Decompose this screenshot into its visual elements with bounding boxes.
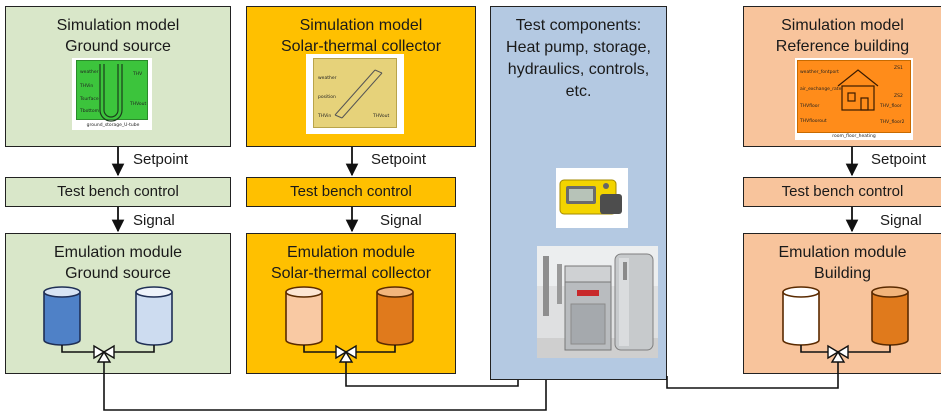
- sim-solar-title-1: Simulation model: [299, 17, 423, 34]
- building-port-thv-floor: THV_floor: [880, 104, 902, 109]
- emu-building-title-1: Emulation module: [778, 244, 907, 261]
- solar-valve: [335, 344, 357, 363]
- ground-port-tsurface: Tsurface: [80, 97, 99, 102]
- ground-tank-left: [43, 292, 81, 346]
- emu-solar-title-2: Solar-thermal collector: [270, 265, 432, 282]
- solar-port-position: position: [318, 95, 336, 100]
- solar-collector-icon: [334, 69, 383, 119]
- building-port-zs1: ZS1: [894, 66, 903, 71]
- emu-module-ground-box: Emulation module Ground source: [5, 233, 231, 374]
- pipe-ground-to-test: [103, 360, 547, 411]
- building-port-thvfloorout: THVfloorout: [800, 119, 827, 124]
- emu-module-solar-box: Emulation module Solar-thermal collector: [246, 233, 456, 374]
- test-title-line-4: etc.: [565, 83, 592, 100]
- building-tanks: [782, 286, 909, 346]
- building-port-thvfloor: THVfloor: [800, 104, 820, 109]
- building-tank-left: [782, 292, 820, 346]
- setpoint-label-building: Setpoint: [871, 151, 927, 168]
- ground-port-thvout: THVout: [130, 102, 147, 107]
- solar-port-weather: weather: [318, 76, 337, 81]
- building-tank-right: [871, 292, 909, 346]
- control-bar-ground: Test bench control: [5, 177, 231, 207]
- ground-valve: [93, 344, 115, 363]
- emu-ground-title-1: Emulation module: [53, 244, 183, 261]
- building-port-air-exchange: air_exchange_rate: [800, 87, 842, 92]
- pipe-building-to-test: [666, 360, 839, 389]
- solar-port-thvin: THVin: [318, 114, 332, 119]
- building-model-caption: room_floor_heating: [832, 134, 876, 139]
- solar-tank-left: [285, 292, 323, 346]
- signal-label-solar: Signal: [380, 212, 422, 229]
- sim-building-title-2: Reference building: [775, 38, 910, 55]
- signal-label-ground: Signal: [133, 212, 175, 229]
- building-port-zs2: ZS2: [894, 94, 903, 99]
- test-title-line-1: Test components:: [515, 17, 642, 34]
- ground-port-thvin: THVin: [80, 84, 94, 89]
- ground-port-tbottom: Tbottom: [80, 109, 100, 114]
- control-bar-building: Test bench control: [743, 177, 941, 207]
- control-bar-solar: Test bench control: [246, 177, 456, 207]
- ground-model-caption: ground_storage_U-tube: [86, 123, 140, 128]
- solar-tank-right: [376, 292, 414, 346]
- building-port-weather: weather_fontport: [800, 70, 839, 75]
- house-icon: [837, 69, 879, 111]
- sim-solar-title-2: Solar-thermal collector: [280, 38, 442, 55]
- test-title-line-2: Heat pump, storage,: [506, 39, 651, 56]
- sim-ground-title-2: Ground source: [65, 38, 171, 55]
- emu-ground-title-2: Ground source: [65, 265, 171, 282]
- controller-photo: [556, 168, 628, 228]
- sim-building-title-1: Simulation model: [781, 17, 904, 34]
- ground-model-block: [76, 60, 148, 120]
- pipe-solar-to-test: [345, 360, 519, 387]
- solar-tanks: [285, 286, 414, 346]
- ground-tank-right: [135, 292, 173, 346]
- test-title-line-3: hydraulics, controls,: [507, 61, 650, 78]
- ground-tanks: [43, 286, 173, 346]
- building-valve: [827, 344, 849, 363]
- ground-u-tube-icon: [99, 64, 123, 122]
- setpoint-label-solar: Setpoint: [371, 151, 427, 168]
- ground-port-thv: THV: [133, 72, 143, 77]
- ground-port-weather: weather: [80, 70, 99, 75]
- sim-ground-title-1: Simulation model: [56, 17, 180, 34]
- building-port-thv-floor2: THV_floor2: [880, 120, 905, 125]
- emu-solar-title-1: Emulation module: [286, 244, 416, 261]
- solar-port-thvout: THVout: [373, 114, 390, 119]
- signal-label-building: Signal: [880, 212, 922, 229]
- emu-building-title-2: Building: [814, 265, 871, 282]
- heat-pump-storage-photo: [537, 246, 658, 358]
- setpoint-label-ground: Setpoint: [133, 151, 189, 168]
- building-model-block: [797, 60, 911, 133]
